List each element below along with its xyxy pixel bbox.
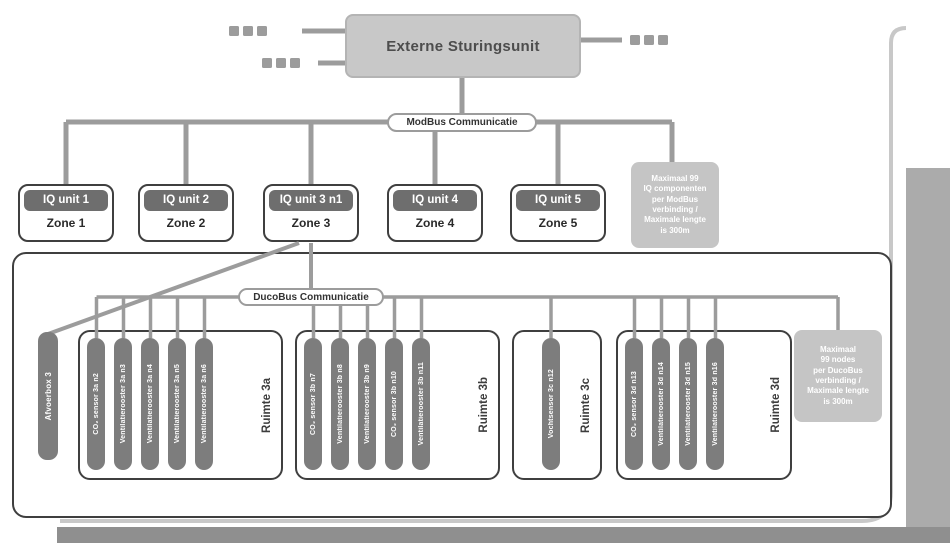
cable-dots-left-bottom	[262, 58, 300, 68]
cable-dots-right	[630, 35, 668, 45]
iq-unit-3-label: IQ unit 3 n1	[269, 190, 353, 211]
iq-unit-1-box: IQ unit 1 Zone 1	[18, 184, 114, 242]
zone-1-label: Zone 1	[46, 216, 86, 230]
device-pill: CO₂ sensor 3a n2	[87, 338, 105, 470]
externe-sturingsunit-box: Externe Sturingsunit	[345, 14, 581, 78]
room-3a-box: CO₂ sensor 3a n2 Ventilatierooster 3a n3…	[78, 330, 283, 480]
device-pill: CO₂ sensor 3b n7	[304, 338, 322, 470]
device-pill: CO₂ sensor 3d n13	[625, 338, 643, 470]
device-pill: Ventilatierooster 3d n16	[706, 338, 724, 470]
afvoerbox-label: Afvoerbox 3	[43, 371, 53, 421]
iq-unit-5-box: IQ unit 5 Zone 5	[510, 184, 606, 242]
modbus-connector-lines	[63, 78, 675, 184]
afvoerbox-pill: Afvoerbox 3	[38, 332, 58, 460]
modbus-note: Maximaal 99 IQ componenten per ModBus ve…	[631, 162, 719, 248]
device-pill: CO₂ sensor 3b n10	[385, 338, 403, 470]
zone-4-label: Zone 4	[415, 216, 455, 230]
iq-unit-4-label: IQ unit 4	[393, 190, 477, 211]
cable-stub-lines	[302, 28, 622, 66]
ducobus-connector-lines	[94, 295, 840, 338]
device-pill: Ventilatierooster 3a n6	[195, 338, 213, 470]
room-3d-box: CO₂ sensor 3d n13 Ventilatierooster 3d n…	[616, 330, 792, 480]
room-3c-box: Vochtsensor 3c n12 Ruimte 3c	[512, 330, 602, 480]
device-pill: Ventilatierooster 3b n9	[358, 338, 376, 470]
zone-5-label: Zone 5	[538, 216, 578, 230]
device-pill: Ventilatierooster 3b n8	[331, 338, 349, 470]
ducobus-note: Maximaal 99 nodes per DucoBus verbinding…	[794, 330, 882, 422]
device-pill: Ventilatierooster 3d n15	[679, 338, 697, 470]
iq-unit-3-box: IQ unit 3 n1 Zone 3	[263, 184, 359, 242]
device-pill: Vochtsensor 3c n12	[542, 338, 560, 470]
control-unit-label: Externe Sturingsunit	[386, 37, 540, 55]
zone-3-label: Zone 3	[291, 216, 331, 230]
modbus-bus-label: ModBus Communicatie	[387, 113, 537, 132]
iq-unit-4-box: IQ unit 4 Zone 4	[387, 184, 483, 242]
iq-unit-1-label: IQ unit 1	[24, 190, 108, 211]
device-pill: Ventilatierooster 3a n5	[168, 338, 186, 470]
deco-right-bar	[906, 168, 950, 543]
iq-unit-2-box: IQ unit 2 Zone 2	[138, 184, 234, 242]
room-3b-box: CO₂ sensor 3b n7 Ventilatierooster 3b n8…	[295, 330, 500, 480]
zone-2-label: Zone 2	[166, 216, 206, 230]
device-pill: Ventilatierooster 3d n14	[652, 338, 670, 470]
zone3-connector-lines	[47, 241, 313, 336]
device-pill: Ventilatierooster 3a n4	[141, 338, 159, 470]
cable-dots-left-top	[229, 26, 267, 36]
iq-unit-5-label: IQ unit 5	[516, 190, 600, 211]
ducobus-bus-label: DucoBus Communicatie	[238, 288, 384, 306]
iq-unit-2-label: IQ unit 2	[144, 190, 228, 211]
deco-bottom-bar	[57, 527, 950, 543]
device-pill: Ventilatierooster 3a n3	[114, 338, 132, 470]
device-pill: Ventilatierooster 3b n11	[412, 338, 430, 470]
